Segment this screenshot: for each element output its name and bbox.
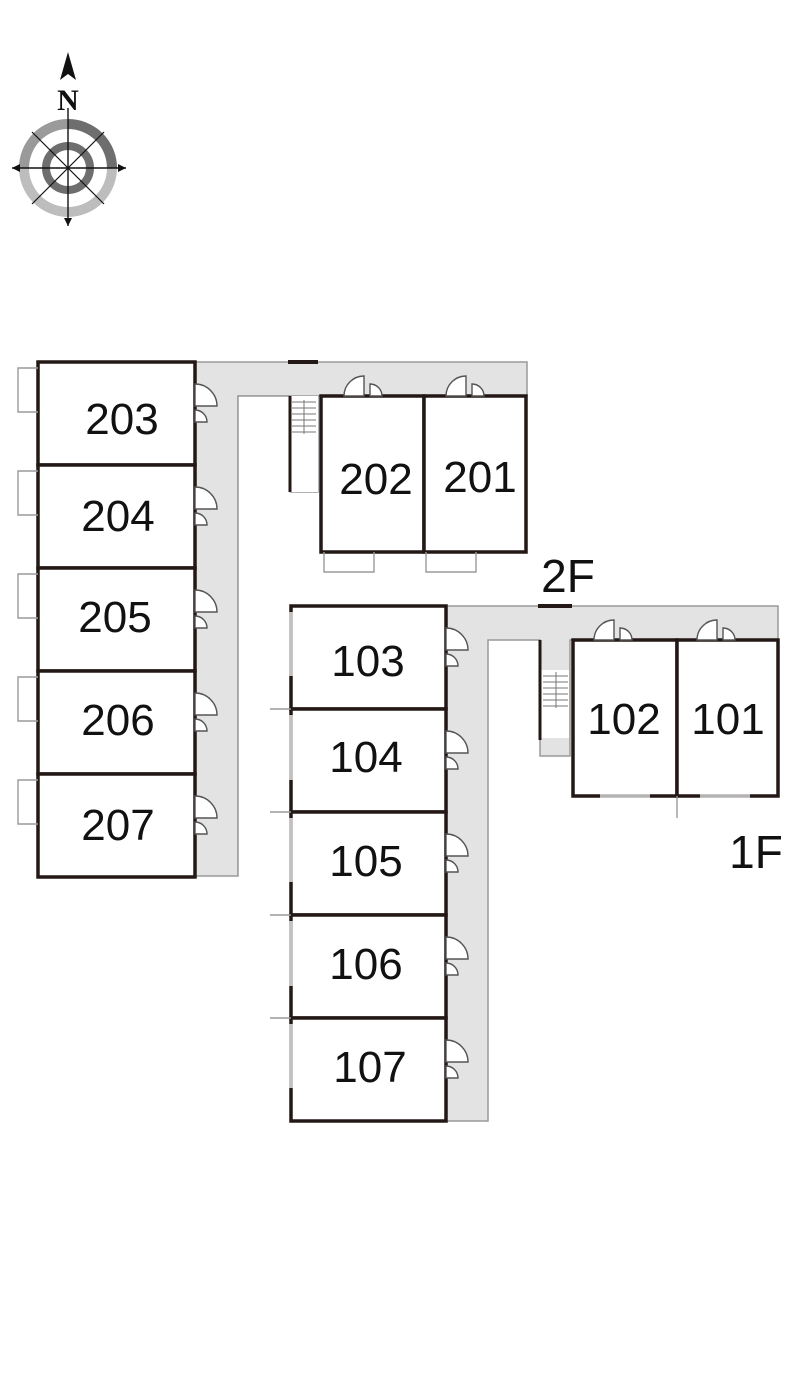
room-label: 102 [587, 695, 660, 744]
windows-1f-west [270, 708, 291, 1019]
room-207 [36, 772, 197, 879]
balconies-2f-north [323, 552, 477, 573]
room-label: 201 [443, 453, 516, 502]
balconies-2f-west [17, 367, 38, 825]
room-204 [36, 463, 197, 570]
room-label: 206 [81, 696, 154, 745]
room-102 [571, 638, 679, 798]
floor-2f: 203 204 205 206 207 202 201 [17, 360, 528, 879]
compass-rose-icon: N [12, 52, 126, 226]
room-103 [289, 604, 448, 711]
doors-2f-north [343, 375, 485, 397]
floor-label-1f: 1F [729, 826, 783, 878]
room-205 [36, 566, 197, 673]
room-label: 105 [329, 837, 402, 886]
room-label: 203 [85, 395, 158, 444]
room-label: 207 [81, 801, 154, 850]
doors-2f-west [194, 383, 218, 835]
room-label: 106 [329, 940, 402, 989]
room-107 [289, 1016, 448, 1123]
room-label: 104 [329, 733, 402, 782]
room-label: 101 [691, 695, 764, 744]
room-206 [36, 669, 197, 776]
floor-1f: 103 104 105 106 107 102 101 [270, 604, 780, 1123]
stairs-2f [288, 360, 318, 492]
doors-1f-south [445, 627, 469, 1079]
room-label: 204 [81, 492, 154, 541]
room-label: 205 [78, 593, 151, 642]
room-label: 202 [339, 455, 412, 504]
floor-label-2f: 2F [541, 550, 595, 602]
room-label: 107 [333, 1043, 406, 1092]
corridor-1f [445, 605, 779, 1122]
doors-1f-east [593, 619, 736, 641]
stairs-1f [538, 604, 572, 740]
windows-1f-east [600, 794, 750, 818]
north-label: N [57, 84, 79, 117]
room-label: 103 [331, 637, 404, 686]
